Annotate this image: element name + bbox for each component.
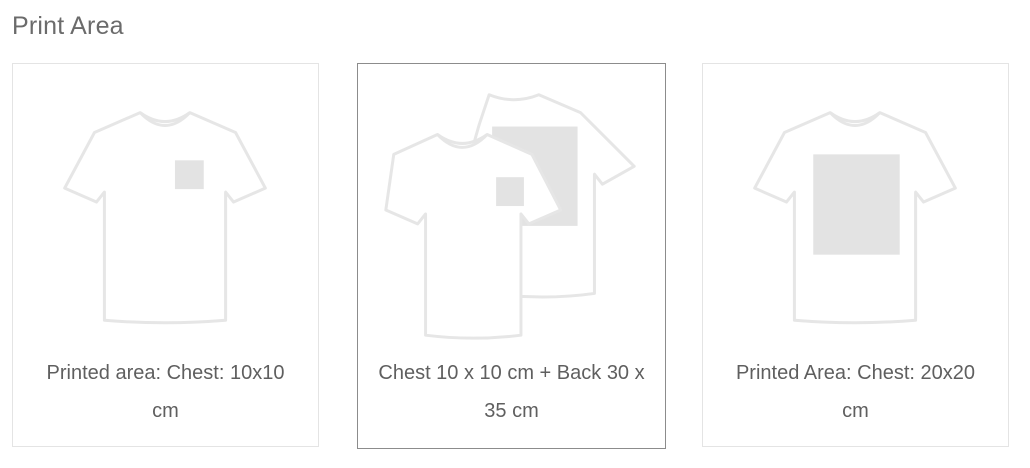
print-option-caption: Printed Area: Chest: 20x20 cm	[735, 362, 976, 422]
tshirt-front-back-icon	[358, 64, 665, 354]
print-option-chest-back[interactable]: Chest 10 x 10 cm + Back 30 x 35 cm	[357, 63, 666, 449]
print-area-options: Printed area: Chest: 10x10 cm Chest 10 x…	[12, 63, 1012, 449]
print-option-chest-20x20[interactable]: Printed Area: Chest: 20x20 cm	[702, 63, 1009, 447]
tshirt-chest-small-icon	[13, 64, 318, 354]
tshirt-chest-large-icon	[703, 64, 1008, 354]
print-option-caption: Printed area: Chest: 10x10 cm	[46, 362, 285, 422]
print-option-chest-10x10[interactable]: Printed area: Chest: 10x10 cm	[12, 63, 319, 447]
print-option-caption: Chest 10 x 10 cm + Back 30 x 35 cm	[378, 362, 645, 422]
section-title: Print Area	[12, 12, 124, 40]
